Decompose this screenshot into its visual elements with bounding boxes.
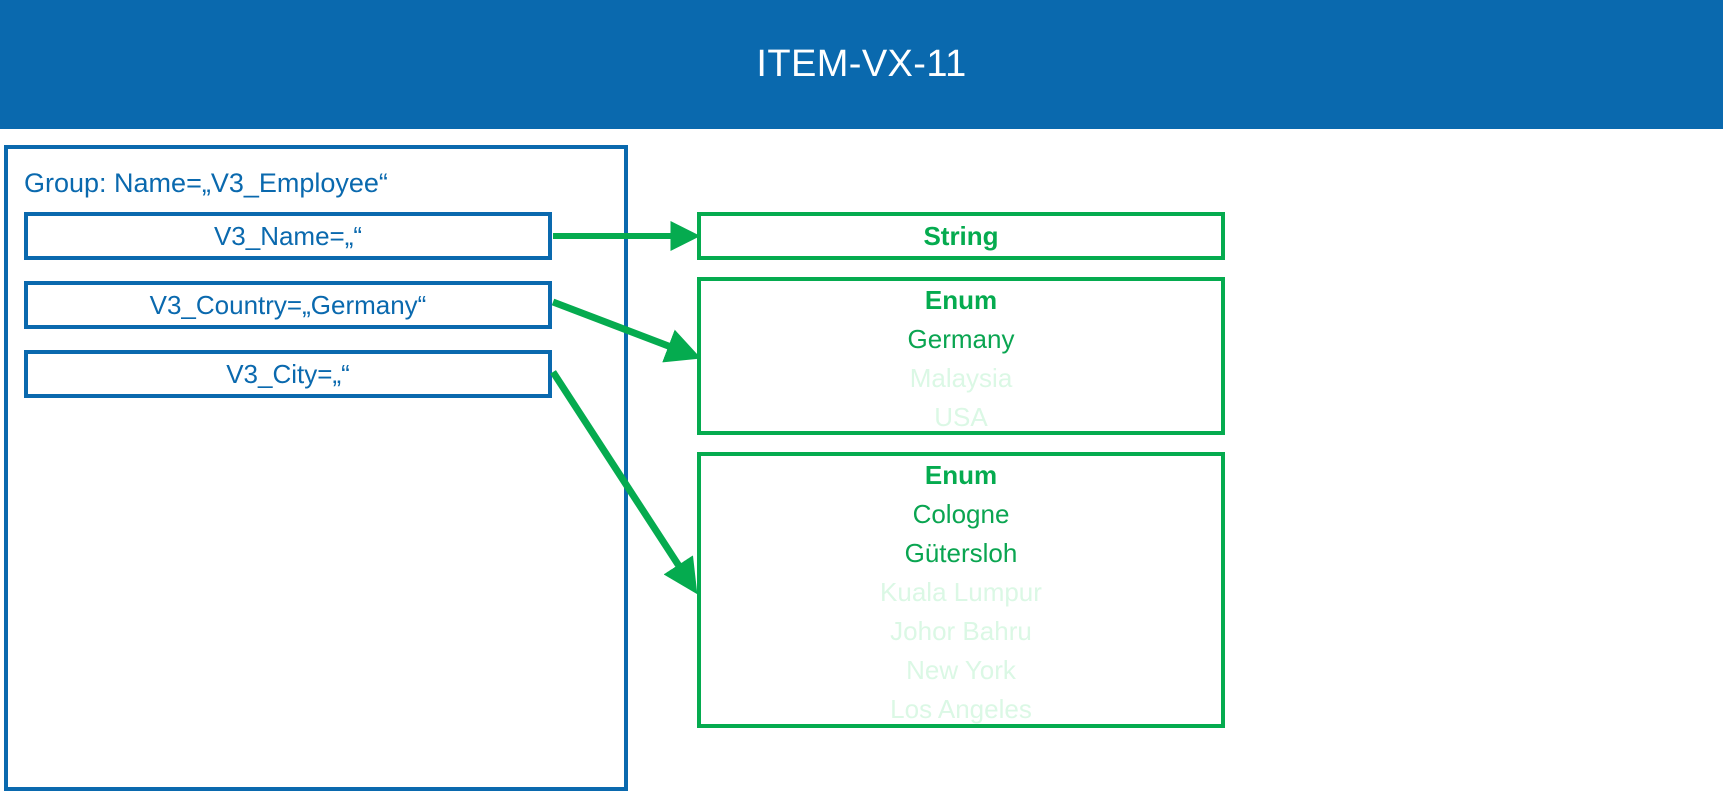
header-bar: ITEM-VX-11	[0, 0, 1723, 129]
enum-value[interactable]: Kuala Lumpur	[880, 577, 1042, 607]
type-title: String	[923, 221, 999, 251]
enum-value[interactable]: Los Angeles	[890, 694, 1032, 724]
type-box-enum-city[interactable]: Enum Cologne Gütersloh Kuala Lumpur Joho…	[697, 452, 1225, 728]
enum-value[interactable]: Gütersloh	[904, 538, 1018, 568]
attribute-box-v3-country[interactable]: V3_Country=„Germany“	[24, 281, 552, 329]
attribute-box-v3-name[interactable]: V3_Name=„“	[24, 212, 552, 260]
type-box-enum-country[interactable]: Enum Germany Malaysia USA	[697, 277, 1225, 435]
enum-value[interactable]: Malaysia	[909, 363, 1013, 393]
type-title: Enum	[924, 460, 998, 490]
enum-value[interactable]: USA	[934, 402, 988, 432]
type-box-string[interactable]: String	[697, 212, 1225, 260]
page-title: ITEM-VX-11	[756, 43, 967, 85]
enum-value[interactable]: Germany	[907, 324, 1015, 354]
enum-value[interactable]: Cologne	[912, 499, 1010, 529]
attribute-box-v3-city[interactable]: V3_City=„“	[24, 350, 552, 398]
enum-value[interactable]: Johor Bahru	[890, 616, 1032, 646]
enum-value[interactable]: New York	[906, 655, 1016, 685]
type-title: Enum	[924, 285, 998, 315]
group-label: Group: Name=„V3_Employee“	[24, 168, 388, 198]
